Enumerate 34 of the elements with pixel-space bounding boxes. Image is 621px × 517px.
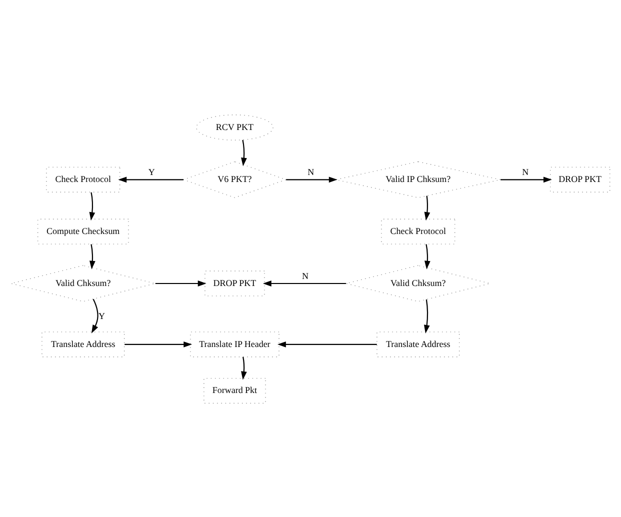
node-box: Translate Address bbox=[42, 331, 125, 357]
arrow bbox=[500, 176, 552, 182]
arrow bbox=[424, 298, 430, 333]
edge-label: Y bbox=[148, 166, 155, 177]
arrow bbox=[424, 244, 430, 269]
arrow bbox=[286, 176, 338, 182]
node-box: Check Protocol bbox=[46, 166, 120, 192]
node-box: Translate Address bbox=[376, 331, 460, 357]
node-diamond: Valid Chksum? bbox=[10, 264, 156, 302]
node-box: DROP PKT bbox=[204, 270, 265, 296]
node-box: Check Protocol bbox=[381, 218, 456, 244]
arrow bbox=[241, 356, 247, 380]
edge-label: N bbox=[308, 166, 314, 177]
arrow bbox=[262, 280, 346, 286]
arrow bbox=[241, 139, 247, 166]
edge-label: N bbox=[302, 270, 309, 280]
arrow bbox=[277, 340, 377, 347]
node-box: Translate IP Header bbox=[190, 331, 280, 357]
arrow bbox=[89, 192, 96, 220]
arrow bbox=[155, 280, 206, 286]
edge-label: Y bbox=[98, 310, 106, 321]
node-diamond: Valid IP Chksum? bbox=[335, 160, 501, 198]
arrow bbox=[91, 298, 98, 333]
node-diamond: V6 PKT? bbox=[182, 160, 287, 198]
node-diamond: Valid Chksum? bbox=[346, 264, 490, 302]
arrow bbox=[424, 195, 430, 220]
arrow bbox=[89, 244, 96, 269]
node-box: Forward Pkt bbox=[204, 377, 266, 404]
node-box: Compute Checksum bbox=[37, 218, 129, 244]
node-ellipse: RCV PKT bbox=[196, 114, 274, 140]
arrow bbox=[118, 176, 184, 182]
edge-label: N bbox=[522, 166, 529, 177]
node-box: DROP PKT bbox=[550, 166, 610, 192]
arrow bbox=[124, 340, 192, 347]
